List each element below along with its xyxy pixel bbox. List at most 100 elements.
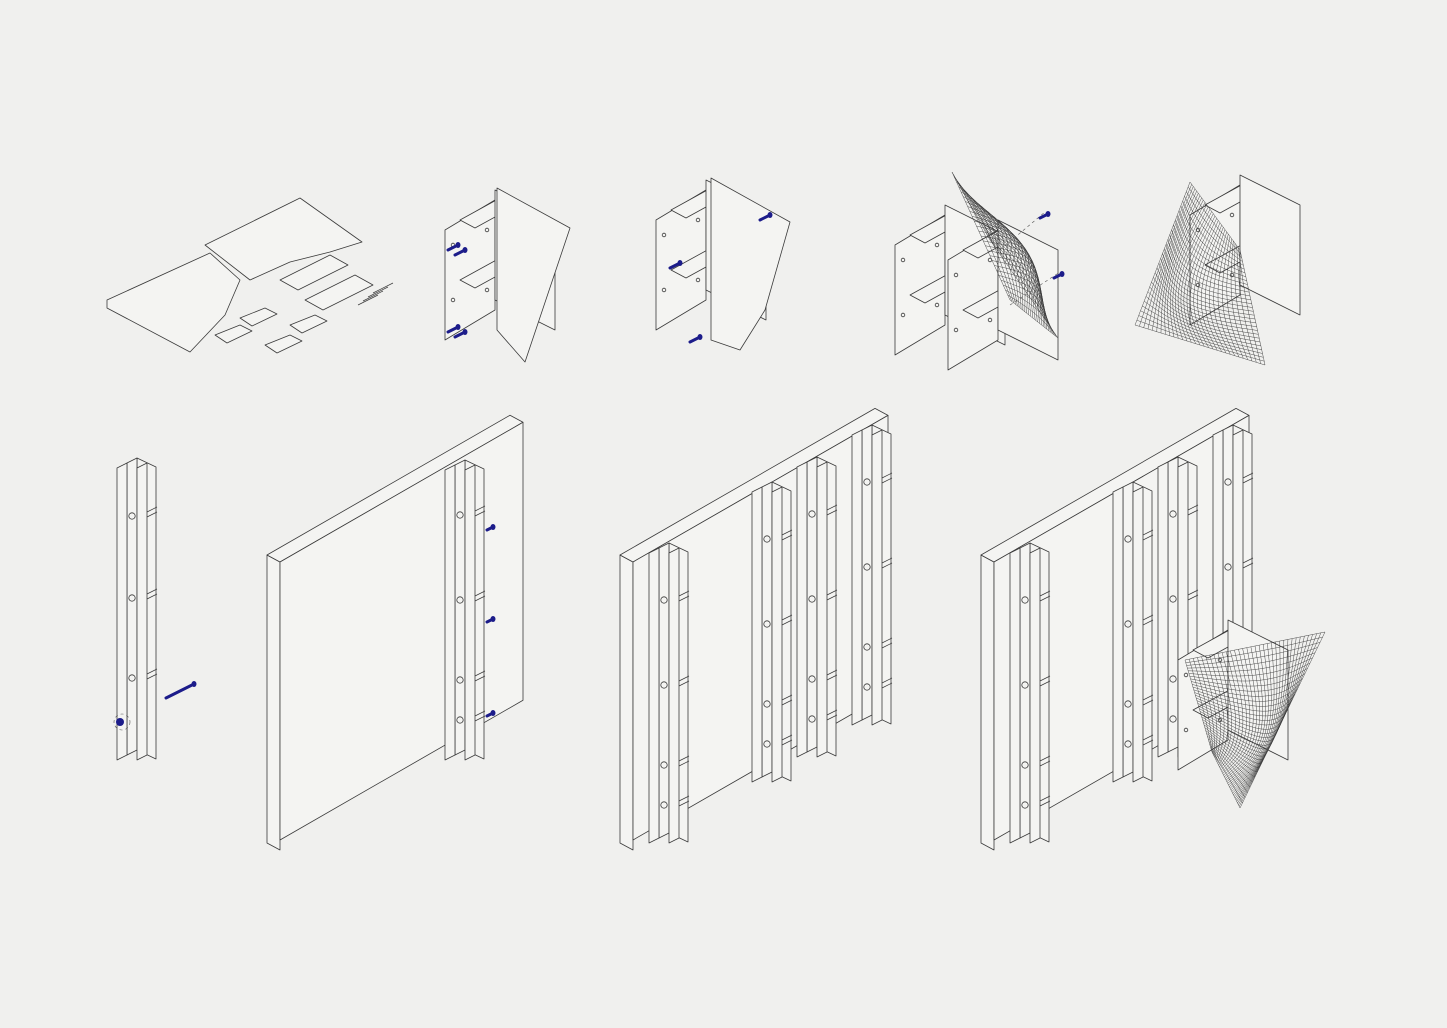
mesh-line: [1005, 289, 1053, 331]
post-front-flange: [1009, 547, 1021, 844]
threaded-rod: [678, 760, 690, 767]
nut: [763, 535, 771, 543]
threaded-rod: [881, 677, 893, 684]
threaded-rod: [826, 509, 838, 516]
mesh-line: [1134, 324, 1266, 366]
mesh-line: [1230, 240, 1248, 360]
frame-module: [1189, 174, 1301, 326]
post-front-flange: [1112, 486, 1124, 783]
nut: [456, 716, 464, 724]
nut: [1124, 700, 1132, 708]
nut: [863, 643, 871, 651]
nut: [456, 511, 464, 519]
nut: [660, 596, 668, 604]
bolt-hole: [934, 242, 940, 248]
bolt-icon: [1052, 271, 1065, 280]
bolt-hole: [695, 277, 701, 283]
nut: [1169, 595, 1177, 603]
step-2-plate-assembly: [444, 187, 571, 363]
nut: [808, 510, 816, 518]
channel-post: [648, 542, 690, 844]
post-web: [861, 424, 873, 721]
mesh-line: [1233, 638, 1293, 795]
mesh-line: [986, 234, 1055, 336]
nut: [456, 596, 464, 604]
mesh-line: [1007, 294, 1056, 335]
threaded-rod: [1039, 760, 1051, 767]
threaded-rod: [781, 734, 793, 741]
post-inner-flange: [136, 462, 148, 761]
threaded-rod: [1187, 594, 1199, 601]
threaded-rod: [1242, 562, 1254, 569]
bolt-hole: [1183, 727, 1189, 733]
step-5-finished-module: [1134, 174, 1301, 366]
nut: [1124, 740, 1132, 748]
threaded-rod: [1039, 800, 1051, 807]
threaded-rod: [678, 795, 690, 802]
threaded-rod: [781, 694, 793, 701]
post-front-flange: [648, 547, 660, 844]
mesh-line: [1003, 284, 1051, 327]
nut: [863, 478, 871, 486]
threaded-rod: [881, 557, 893, 564]
nut: [808, 715, 816, 723]
threaded-rod: [1039, 680, 1051, 687]
threaded-rod: [678, 595, 690, 602]
nut: [808, 595, 816, 603]
post-front-flange: [116, 462, 128, 761]
nut: [763, 620, 771, 628]
mesh-line: [1136, 319, 1265, 362]
bolt-head: [191, 681, 197, 687]
threaded-rod: [1142, 694, 1154, 701]
threaded-rod: [678, 675, 690, 682]
mesh-line: [1001, 280, 1048, 323]
panel-with-posts-and-module: [980, 407, 1326, 851]
channel-post: [1112, 481, 1154, 783]
post-inner-flange: [1029, 547, 1041, 844]
threaded-rod: [826, 589, 838, 596]
nut: [1124, 620, 1132, 628]
post-front-flange: [1157, 461, 1169, 758]
channel-bracket: [279, 254, 349, 291]
post-inner-flange: [871, 429, 883, 726]
nut: [456, 676, 464, 684]
mesh-line: [1229, 642, 1275, 787]
bolt-head: [490, 616, 496, 622]
nut: [1224, 563, 1232, 571]
threaded-rod: [881, 562, 893, 569]
post-web: [1019, 542, 1031, 839]
mesh-line: [1144, 301, 1261, 347]
bolt-head: [490, 710, 496, 716]
bolt-hole: [661, 287, 667, 293]
nut: [128, 512, 136, 520]
bolt-icon: [485, 710, 496, 718]
mesh-line: [996, 270, 1044, 316]
bolt-hole: [695, 217, 701, 223]
bolt-head: [697, 334, 703, 340]
threaded-rod: [881, 477, 893, 484]
threaded-rod: [826, 709, 838, 716]
threaded-rod: [1187, 509, 1199, 516]
channel-post: [751, 481, 793, 783]
nut: [128, 594, 136, 602]
threaded-rod: [781, 614, 793, 621]
channel-post: [851, 424, 893, 726]
nut: [660, 801, 668, 809]
mesh-line: [1210, 746, 1246, 798]
mesh-line: [1238, 247, 1261, 364]
bolt-hole: [900, 312, 906, 318]
threaded-rod: [678, 755, 690, 762]
nut: [1124, 535, 1132, 543]
threaded-rod: [1039, 675, 1051, 682]
nut: [1021, 681, 1029, 689]
post-web: [454, 459, 466, 756]
channel-post: [1009, 542, 1051, 844]
threaded-rod: [1142, 739, 1154, 746]
threaded-rod: [474, 710, 486, 717]
nut: [1169, 510, 1177, 518]
panel-with-posts: [619, 407, 893, 851]
bolt-hole: [484, 227, 490, 233]
threaded-rod: [1142, 734, 1154, 741]
threaded-rod: [146, 668, 158, 675]
washer-outline: [113, 713, 131, 731]
